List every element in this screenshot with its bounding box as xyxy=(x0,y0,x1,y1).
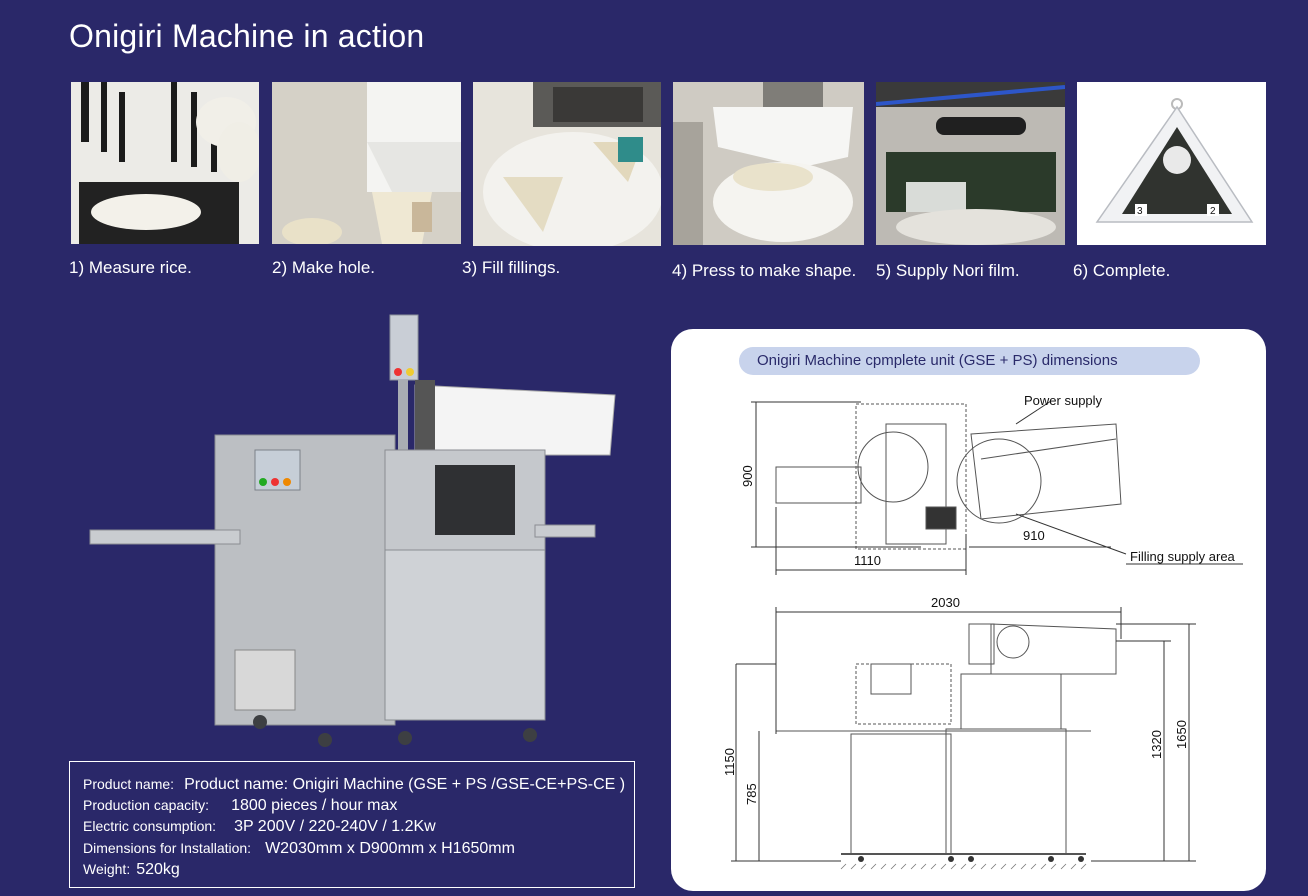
package-num-left: 3 xyxy=(1137,206,1143,217)
spec-value: 520kg xyxy=(136,861,180,878)
spec-label: Production capacity: xyxy=(83,797,210,813)
dimensions-heading: Onigiri Machine cpmplete unit (GSE + PS)… xyxy=(739,347,1200,375)
dim-1110: 1110 xyxy=(854,553,881,568)
step-photo-complete: 3 2 xyxy=(1077,82,1266,245)
spec-label: Product name: xyxy=(83,776,175,792)
spec-value: Product name: Onigiri Machine (GSE + PS … xyxy=(184,776,626,793)
label-power-supply: Power supply xyxy=(1024,393,1103,408)
spec-electric-consumption: Electric consumption: 3P 200V / 220-240V … xyxy=(83,818,436,836)
spec-dimensions: Dimensions for Installation: W2030mm x D9… xyxy=(83,840,515,858)
step-caption: 4) Press to make shape. xyxy=(672,261,857,280)
step-caption: 6) Complete. xyxy=(1073,261,1171,280)
spec-label: Electric consumption: xyxy=(83,818,217,834)
step-photo-supply-nori xyxy=(876,82,1065,245)
spec-weight: Weight: 520kg xyxy=(83,861,180,879)
dim-2030: 2030 xyxy=(931,595,960,610)
package-num-right: 2 xyxy=(1210,206,1216,217)
dim-785: 785 xyxy=(744,783,759,805)
front-view-casters xyxy=(858,856,1084,862)
step-caption: 1) Measure rice. xyxy=(69,258,192,277)
dim-1320: 1320 xyxy=(1149,730,1164,759)
dim-1150: 1150 xyxy=(722,748,737,776)
step-photo-press-shape xyxy=(673,82,864,245)
front-view-dimension-lines xyxy=(731,607,1196,862)
make-hole-illustration xyxy=(272,82,461,244)
top-view-drawing xyxy=(775,403,1122,550)
onigiri-machine-photo xyxy=(80,310,640,760)
spec-value: W2030mm x D900mm x H1650mm xyxy=(265,840,515,857)
top-view-dimension-lines xyxy=(751,400,1243,575)
rice-measuring-illustration xyxy=(71,82,259,244)
dim-910: 910 xyxy=(1023,528,1045,543)
spec-label: Weight: xyxy=(83,861,131,877)
spec-value: 1800 pieces / hour max xyxy=(231,797,398,814)
label-filling-supply: Filling supply area xyxy=(1130,549,1236,564)
supply-nori-illustration xyxy=(876,82,1065,245)
dimension-drawings: Power supply Filling supply area 900 111… xyxy=(722,393,1243,870)
spec-label: Dimensions for Installation: xyxy=(83,840,252,856)
step-caption: 2) Make hole. xyxy=(272,258,375,277)
spec-production-capacity: Production capacity: 1800 pieces / hour m… xyxy=(83,797,397,815)
floor-hatching xyxy=(840,863,1087,870)
step-caption: 5) Supply Nori film. xyxy=(876,261,1020,280)
dim-1650: 1650 xyxy=(1174,720,1189,749)
step-photo-measure-rice xyxy=(71,82,259,244)
dimensions-panel: Onigiri Machine cpmplete unit (GSE + PS)… xyxy=(671,329,1266,891)
press-shape-illustration xyxy=(673,82,864,245)
product-spec-box: Product name: Product name: Onigiri Machi… xyxy=(69,761,635,888)
spec-product-name: Product name: Product name: Onigiri Machi… xyxy=(83,776,625,794)
spec-value: 3P 200V / 220-240V / 1.2Kw xyxy=(234,818,436,835)
front-view-drawing xyxy=(776,623,1117,855)
step-photo-make-hole xyxy=(272,82,461,244)
onigiri-machine-illustration xyxy=(89,314,616,747)
step-caption: 3) Fill fillings. xyxy=(462,258,561,277)
dim-900: 900 xyxy=(740,465,755,487)
fill-fillings-illustration xyxy=(473,82,661,246)
page-title: Onigiri Machine in action xyxy=(69,18,425,54)
packaged-onigiri-illustration: 3 2 xyxy=(1077,82,1266,245)
step-photo-fill-fillings xyxy=(473,82,661,246)
